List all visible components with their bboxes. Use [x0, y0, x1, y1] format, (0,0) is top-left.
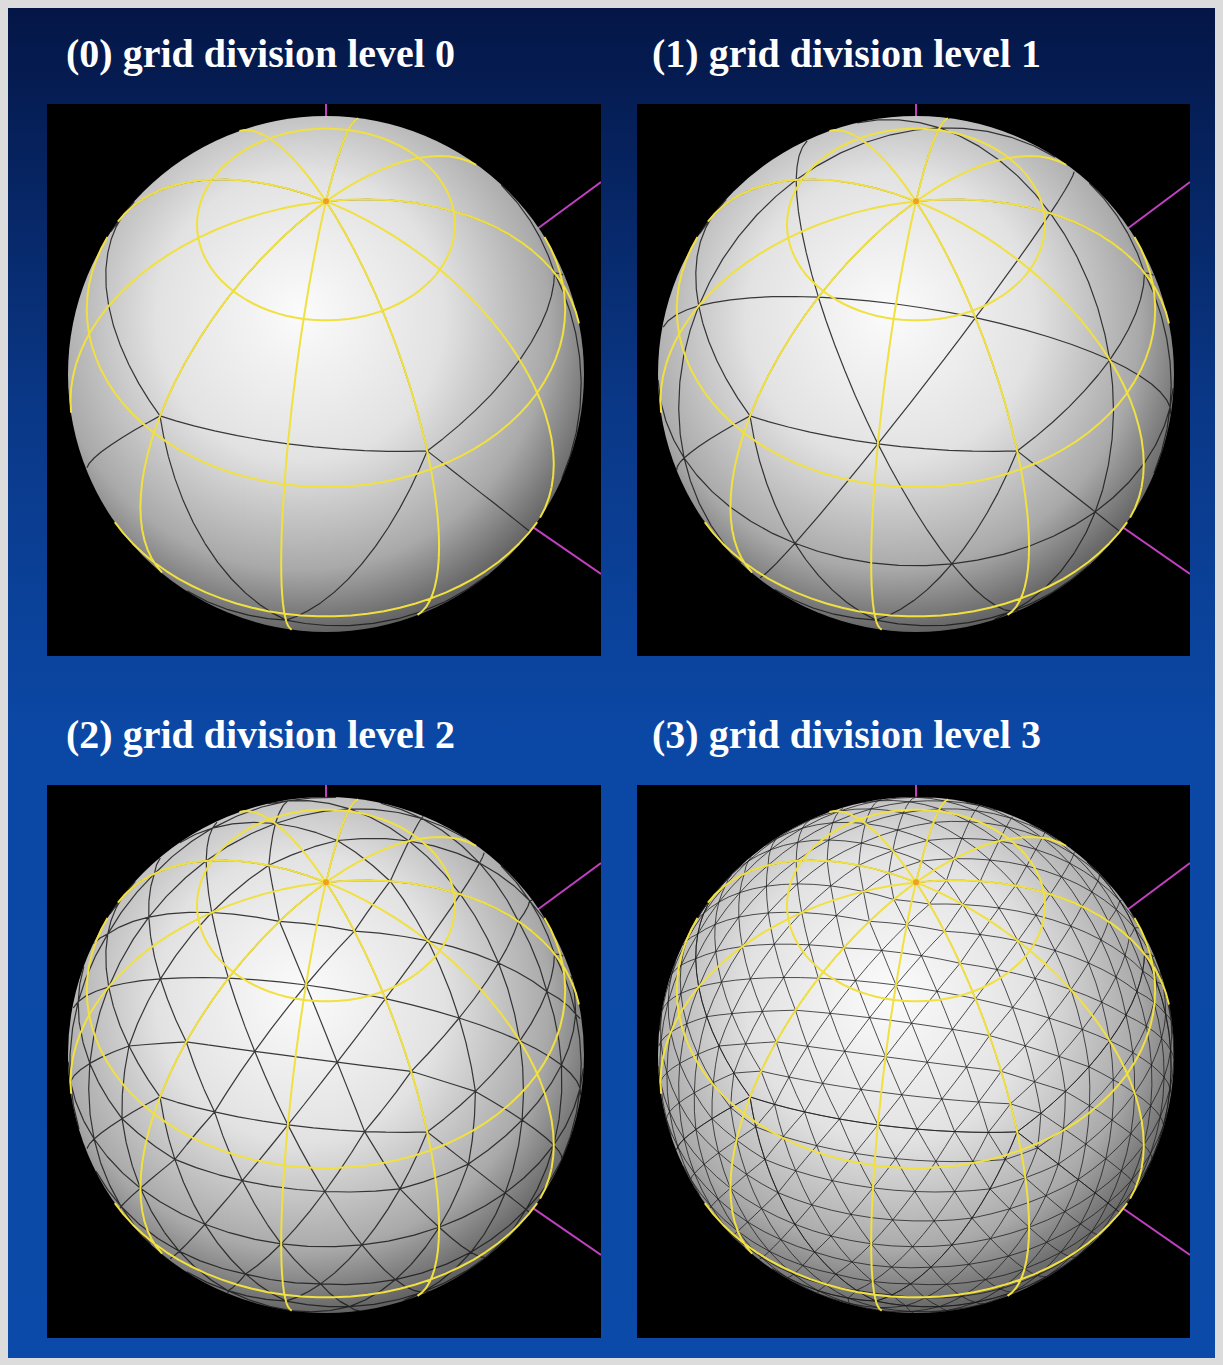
- icosahedral-grid: [659, 797, 1174, 1313]
- panel-title: (3) grid division level 3: [652, 712, 1041, 758]
- icosahedral-grid: [658, 118, 1173, 629]
- panel-title: (0) grid division level 0: [66, 31, 455, 77]
- icosahedral-grid: [68, 797, 583, 1312]
- pole-dot: [323, 879, 329, 885]
- sphere-grid: [637, 785, 1190, 1338]
- sphere-grid: [637, 104, 1190, 656]
- sphere-panel: [47, 104, 601, 656]
- lat-lon-grid: [71, 118, 580, 629]
- sphere-panel: [47, 785, 601, 1338]
- axis-line: [1123, 182, 1190, 232]
- panel-title: (1) grid division level 1: [652, 31, 1041, 77]
- sphere-grid: [47, 104, 601, 656]
- axis-line: [533, 863, 601, 913]
- sphere-grid: [47, 785, 601, 1338]
- axis-line: [533, 182, 601, 232]
- sphere: [658, 116, 1174, 632]
- sphere: [68, 116, 584, 632]
- axis-line: [1123, 863, 1190, 913]
- pole-dot: [323, 198, 329, 204]
- sphere-panel: [637, 785, 1190, 1338]
- panel-title: (2) grid division level 2: [66, 712, 455, 758]
- sphere: [658, 797, 1174, 1313]
- pole-dot: [913, 198, 919, 204]
- sphere-panel: [637, 104, 1190, 656]
- lat-lon-grid: [71, 799, 580, 1310]
- lat-lon-grid: [661, 118, 1170, 629]
- lat-lon-grid: [661, 799, 1170, 1310]
- sphere: [68, 797, 584, 1313]
- pole-dot: [913, 879, 919, 885]
